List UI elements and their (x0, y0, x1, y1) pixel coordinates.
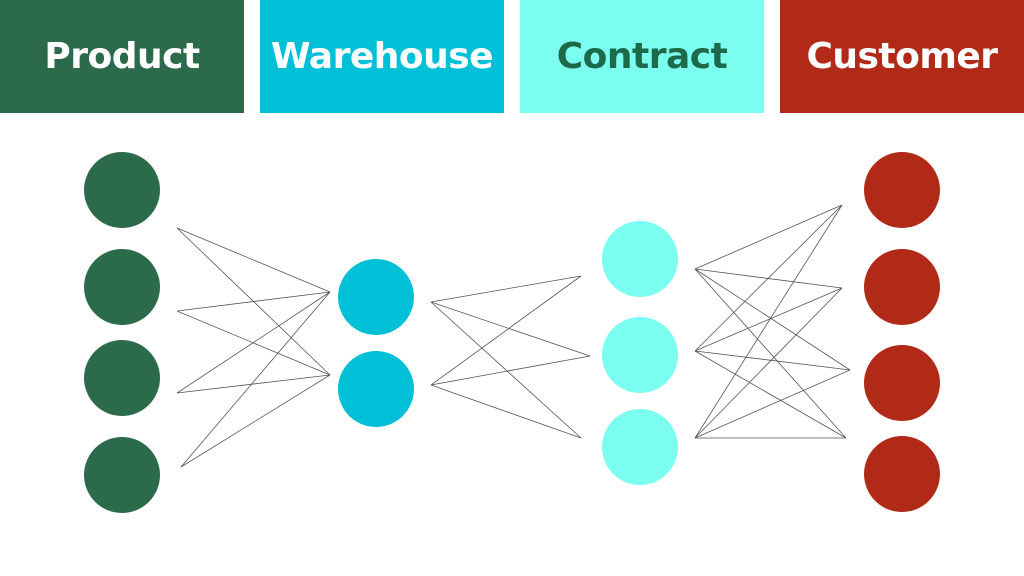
edge-layer (176, 204, 851, 468)
edge-warehouse-2-contract-3 (430, 384, 582, 439)
contract-node-2 (602, 317, 678, 393)
contract-node-1 (602, 221, 678, 297)
edge-contract-3-customer-1 (694, 204, 843, 439)
header-warehouse: Warehouse (260, 0, 504, 113)
customer-node-4 (864, 436, 940, 512)
product-node-2 (84, 249, 160, 325)
edge-warehouse-1-contract-3 (430, 301, 582, 439)
edge-product-4-warehouse-2 (180, 374, 331, 468)
node-layer (84, 152, 940, 513)
edge-product-4-warehouse-1 (180, 291, 331, 468)
header-customer: Customer (780, 0, 1024, 113)
header-customer-label: Customer (806, 36, 998, 77)
edge-warehouse-1-contract-2 (430, 301, 591, 357)
customer-node-1 (864, 152, 940, 228)
edge-warehouse-1-contract-1 (430, 275, 582, 303)
edge-product-1-warehouse-1 (176, 227, 331, 293)
edge-product-3-warehouse-1 (176, 291, 331, 394)
edge-product-2-warehouse-2 (176, 310, 331, 376)
edge-contract-1-customer-1 (694, 204, 843, 270)
header-warehouse-label: Warehouse (270, 36, 494, 77)
edge-warehouse-2-contract-1 (430, 275, 582, 386)
header-product: Product (0, 0, 244, 113)
edge-contract-2-customer-1 (694, 204, 843, 352)
edge-contract-1-customer-4 (694, 268, 847, 439)
contract-node-3 (602, 409, 678, 485)
product-node-1 (84, 152, 160, 228)
header-contract-label: Contract (556, 36, 728, 77)
header-contract: Contract (520, 0, 764, 113)
edge-contract-2-customer-3 (694, 350, 851, 371)
customer-node-2 (864, 249, 940, 325)
edge-contract-2-customer-4 (694, 350, 847, 439)
edge-warehouse-2-contract-2 (430, 355, 591, 386)
edge-contract-1-customer-3 (694, 268, 851, 371)
edge-contract-3-customer-3 (694, 369, 851, 439)
edge-product-3-warehouse-2 (176, 374, 331, 394)
product-node-3 (84, 340, 160, 416)
header-product-label: Product (44, 36, 200, 77)
warehouse-node-2 (338, 351, 414, 427)
edge-contract-3-customer-2 (694, 287, 843, 439)
warehouse-node-1 (338, 259, 414, 335)
edge-product-2-warehouse-1 (176, 291, 331, 312)
edge-contract-2-customer-2 (694, 287, 843, 352)
product-node-4 (84, 437, 160, 513)
customer-node-3 (864, 345, 940, 421)
